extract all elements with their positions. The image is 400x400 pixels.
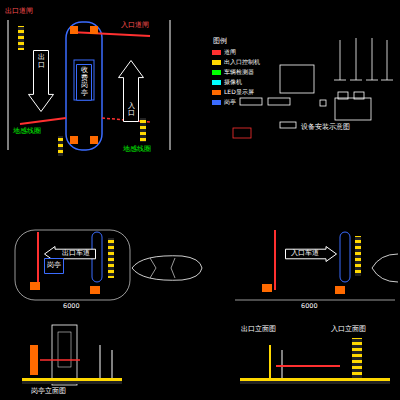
legend-item: 摄像机 xyxy=(212,78,242,87)
legend-item: 出入口控制机 xyxy=(212,58,260,67)
exit-arrow: 出口 xyxy=(28,50,54,112)
legend-swatch xyxy=(212,70,221,75)
drawing-label: 地感线圈 xyxy=(122,146,152,153)
lane-arrow: 入口车道 xyxy=(285,246,337,262)
drawing-label: 地感线圈 xyxy=(12,128,42,135)
drawing-label: 出口立面图 xyxy=(240,326,277,333)
drawing-label: 入口道闸 xyxy=(120,22,150,29)
outline-path xyxy=(119,61,144,122)
drawing-label: 6000 xyxy=(62,303,81,310)
outline-path xyxy=(29,51,54,112)
legend-swatch xyxy=(212,100,221,105)
plan-entry-left xyxy=(15,230,202,385)
legend-item: 岗亭 xyxy=(212,98,236,107)
legend-item: LED显示屏 xyxy=(212,88,254,97)
legend-text: 摄像机 xyxy=(224,78,242,87)
outline-path xyxy=(45,259,64,274)
booth-box: 收费岗亭 xyxy=(76,64,92,101)
node-label: 岗亭 xyxy=(47,262,61,270)
drawing-label: 出口道闸 xyxy=(4,8,34,15)
drawing-label: 图例 xyxy=(212,38,228,45)
legend-text: 岗亭 xyxy=(224,98,236,107)
outline-path xyxy=(77,65,92,101)
drawing-label: 岗亭立面图 xyxy=(30,388,67,395)
legend-swatch xyxy=(212,50,221,55)
plan-top xyxy=(8,20,170,156)
node-label: 出口 xyxy=(38,54,45,69)
node-label: 入口 xyxy=(128,103,135,118)
device-sketches xyxy=(233,38,393,138)
legend-swatch xyxy=(212,60,221,65)
legend-text: 出入口控制机 xyxy=(224,58,260,67)
booth-box: 岗亭 xyxy=(44,258,64,274)
node-label: 出口车道 xyxy=(62,250,90,258)
legend-text: 道闸 xyxy=(224,48,236,57)
plan-entry-right xyxy=(235,230,398,384)
legend-item: 车辆检测器 xyxy=(212,68,254,77)
outline-path xyxy=(286,247,337,262)
node-label: 收费岗亭 xyxy=(81,67,88,98)
legend-item: 道闸 xyxy=(212,48,236,57)
drawing-label: 6000 xyxy=(300,303,319,310)
entry-arrow: 入口 xyxy=(118,60,144,122)
node-label: 入口车道 xyxy=(291,250,319,258)
legend-swatch xyxy=(212,90,221,95)
drawing-label: 入口立面图 xyxy=(330,326,367,333)
legend-swatch xyxy=(212,80,221,85)
legend-text: 车辆检测器 xyxy=(224,68,254,77)
legend-text: LED显示屏 xyxy=(224,88,254,97)
drawing-label: 设备安装示意图 xyxy=(300,124,351,131)
